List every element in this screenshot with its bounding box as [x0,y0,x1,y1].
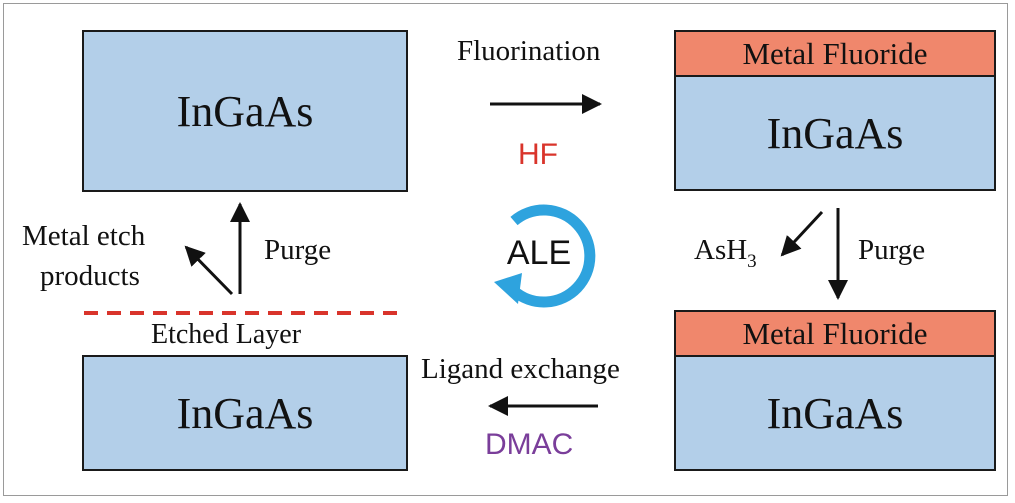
ingaas-label-bottom-left: InGaAs [176,388,314,438]
purge-label-left: Purge [264,234,332,266]
metal-fluoride-label-top-right: Metal Fluoride [742,36,928,71]
ingaas-box-bottom-left: InGaAs [82,355,408,471]
metal-etch-label-line2: products [40,260,140,292]
metal-etch-arrow [184,245,234,296]
dmac-label: DMAC [485,428,574,461]
ingaas-box-top-left: InGaAs [82,30,408,192]
hf-label: HF [518,138,558,171]
etched-layer-label: Etched Layer [151,319,302,350]
ingaas-label-bottom-right: InGaAs [766,388,904,438]
metal-etch-label-line1: Metal etch [22,220,146,252]
ingaas-label-top-right: InGaAs [766,108,904,158]
fluorination-label: Fluorination [457,35,601,67]
ale-label: ALE [506,234,572,272]
purge-label-right: Purge [858,234,926,266]
ash3-main: AsH [694,234,748,266]
ligand-exchange-label: Ligand exchange [421,353,620,385]
ash3-subscript: 3 [747,251,757,272]
metal-fluoride-layer-top-right: Metal Fluoride [674,30,996,78]
ingaas-box-bottom-right: InGaAs [674,355,996,471]
ingaas-box-top-right: InGaAs [674,75,996,191]
metal-fluoride-label-bottom-right: Metal Fluoride [742,316,928,351]
ingaas-label-top-left: InGaAs [176,86,314,136]
ash3-arrow [780,210,824,257]
ale-cycle-arrow [510,204,596,308]
ash3-label: AsH3 [694,234,757,272]
ale-cycle-arrowhead [494,273,522,304]
